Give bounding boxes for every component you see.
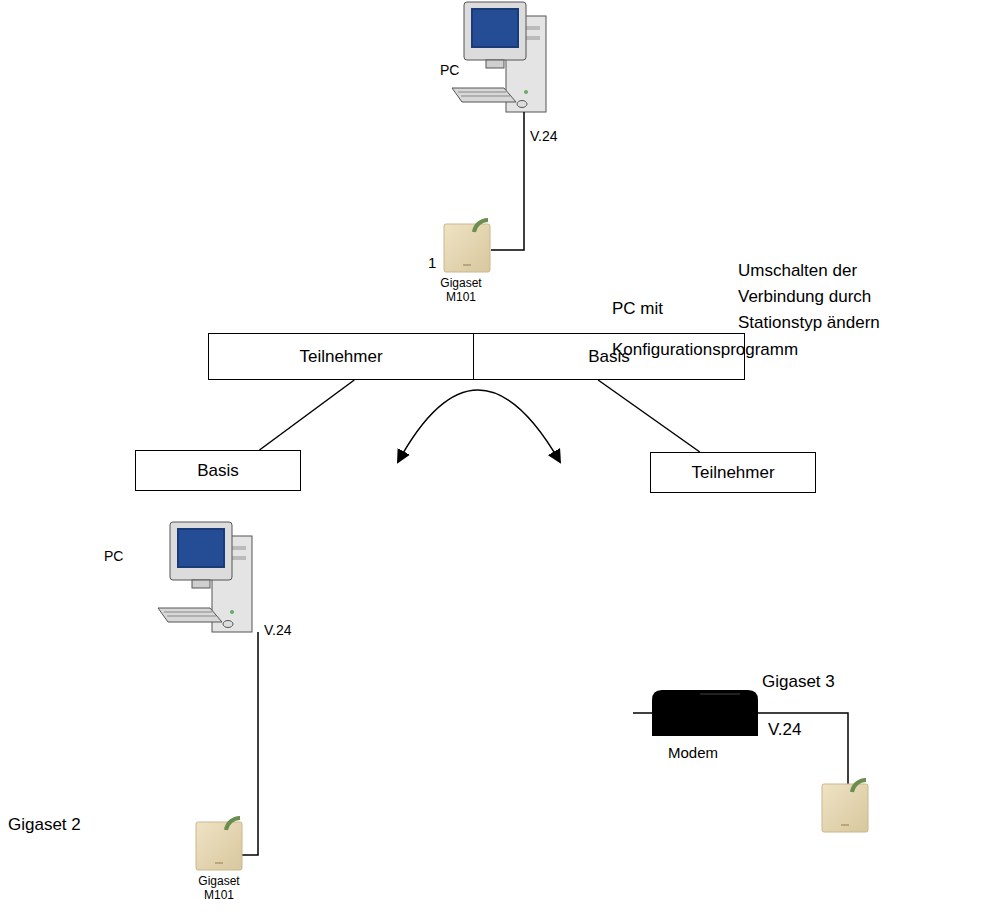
text-label: Gigaset 3: [762, 672, 835, 692]
box-label: Basis: [197, 461, 239, 481]
modem-icon: [652, 690, 758, 736]
text-label: 1: [428, 254, 436, 271]
connector-line: [260, 380, 355, 450]
gigaset-device: [822, 780, 868, 832]
text-label: Gigaset M101: [197, 874, 241, 902]
box-label: Teilnehmer: [691, 463, 774, 483]
connector-line: [598, 380, 700, 452]
text-label: V.24: [768, 720, 801, 740]
text-label: PC: [104, 548, 123, 565]
text-label: Modem: [668, 744, 718, 762]
pc-icon: [452, 2, 546, 112]
station-type-box: Teilnehmer: [208, 333, 474, 380]
text-label: PC: [440, 62, 459, 79]
v24-cable: [242, 632, 258, 855]
pc-icon: [158, 522, 252, 632]
text-label: V.24: [530, 128, 558, 145]
v24-cable: [491, 112, 524, 250]
text-label: Gigaset M101: [439, 276, 483, 304]
box-label: Teilnehmer: [299, 347, 382, 367]
line-cable: [633, 712, 652, 714]
station-type-box: Basis: [135, 450, 301, 491]
text-label: Gigaset 2: [8, 815, 81, 835]
switch-arrow: [398, 390, 560, 462]
text-label: Umschalten der Verbindung durch Stations…: [738, 258, 903, 336]
gigaset-device: [196, 818, 242, 870]
station-type-box: Teilnehmer: [650, 452, 816, 493]
text-label: V.24: [264, 622, 292, 639]
gigaset-device: [444, 220, 490, 272]
v24-cable: [758, 713, 848, 786]
